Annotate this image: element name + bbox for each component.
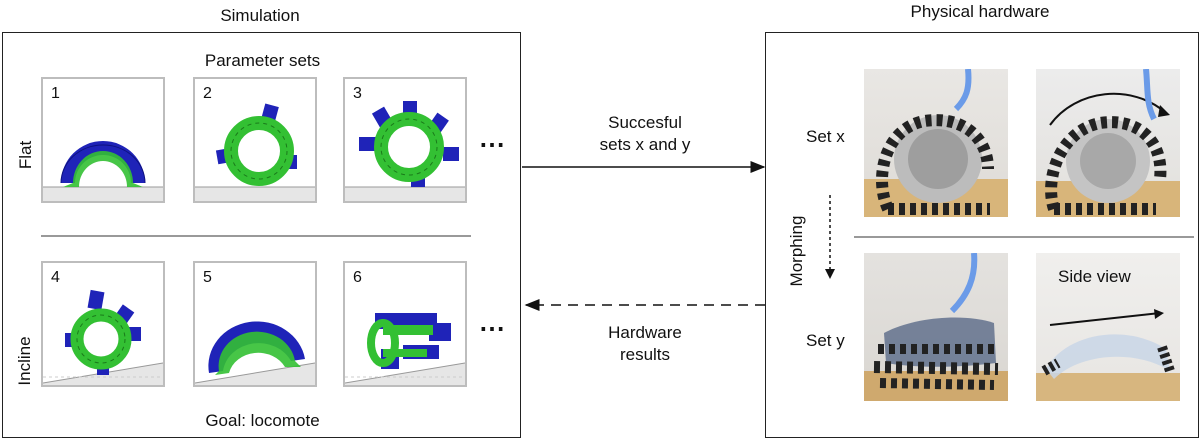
parameter-sets-title: Parameter sets <box>204 51 321 70</box>
connector-arrows <box>522 161 766 311</box>
row-label-flat: Flat <box>16 140 35 170</box>
forward-label-line2: sets x and y <box>599 135 691 154</box>
simulation-title: Simulation <box>220 6 300 25</box>
back-label: Hardware results <box>570 322 720 366</box>
morphing-arrow <box>825 195 835 279</box>
row-label-incline: Incline <box>15 336 34 386</box>
forward-label-line1: Succesful <box>608 113 682 132</box>
set-y-label: Set y <box>806 331 845 350</box>
sim-set-5-number: 5 <box>203 269 212 286</box>
ellipsis-flat: ⋯ <box>479 129 507 159</box>
sim-set-5: 5 <box>193 261 317 387</box>
hardware-panel: Set x Set y Morphing <box>765 32 1199 438</box>
sim-set-2: 2 <box>193 77 317 203</box>
sim-set-2-number: 2 <box>203 85 212 102</box>
sim-set-1-illustration <box>43 141 163 201</box>
back-label-line2: results <box>619 345 671 364</box>
sim-set-4: 4 <box>41 261 165 387</box>
sim-set-3: 3 <box>343 77 467 203</box>
photo-set-y-front <box>864 253 1008 401</box>
side-view-label: Side view <box>1058 267 1131 286</box>
set-x-label: Set x <box>806 127 845 146</box>
sim-set-4-number: 4 <box>51 269 60 286</box>
forward-label: Succesful sets x and y <box>570 112 720 156</box>
photo-set-y-side: Side view <box>1036 253 1180 401</box>
morphing-label: Morphing <box>787 215 806 287</box>
sim-set-2-illustration <box>195 103 315 201</box>
sim-set-6: 6 <box>343 261 467 387</box>
sim-set-6-illustration <box>345 313 465 385</box>
photo-set-x-front <box>864 69 1008 217</box>
sim-set-3-number: 3 <box>353 85 362 102</box>
photo-set-x-rolling <box>1036 69 1180 217</box>
sim-set-4-illustration <box>43 289 163 385</box>
goal-label: Goal: locomote <box>205 411 320 430</box>
ellipsis-incline: ⋯ <box>479 313 507 343</box>
row-divider <box>41 235 471 237</box>
sim-set-6-number: 6 <box>353 269 362 286</box>
hardware-title: Physical hardware <box>910 2 1050 21</box>
sim-set-1: 1 <box>41 77 165 203</box>
simulation-panel: Parameter sets Flat Incline 1 2 <box>2 32 521 438</box>
sim-set-5-illustration <box>195 321 315 385</box>
sim-set-3-illustration <box>345 101 465 201</box>
hardware-divider <box>854 236 1194 238</box>
sim-set-1-number: 1 <box>51 85 60 102</box>
back-label-line1: Hardware <box>608 323 682 342</box>
